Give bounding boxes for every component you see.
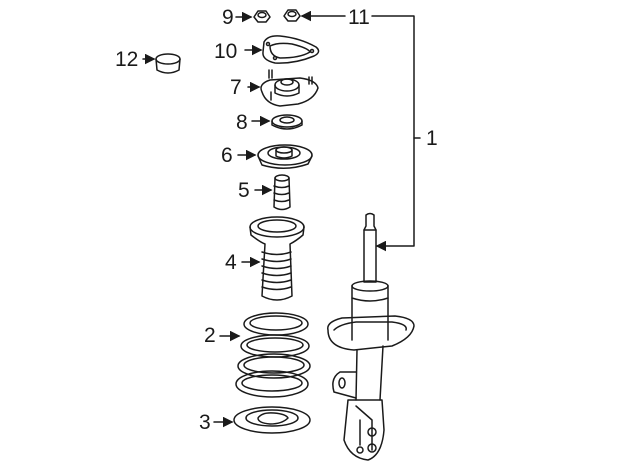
callout-4: 4 xyxy=(225,251,237,274)
callout-3: 3 xyxy=(199,411,211,434)
bearing-part-8 xyxy=(271,114,303,130)
callout-2: 2 xyxy=(204,324,216,347)
nut-part-11 xyxy=(283,9,301,22)
callout-1: 1 xyxy=(426,127,438,150)
callout-10: 10 xyxy=(214,40,238,63)
dust-boot-part-4 xyxy=(249,216,305,301)
strut-body xyxy=(327,212,415,461)
upper-mount-part-7 xyxy=(260,69,319,107)
callout-5: 5 xyxy=(238,179,250,202)
spring-seat-part-6 xyxy=(257,144,313,169)
callout-8: 8 xyxy=(236,111,248,134)
callout-9: 9 xyxy=(222,6,234,29)
callout-11: 11 xyxy=(348,6,370,29)
bump-stop-part-5 xyxy=(273,174,291,211)
bracket-1 xyxy=(371,15,415,252)
callout-7: 7 xyxy=(230,76,242,99)
callout-6: 6 xyxy=(221,144,233,167)
coil-spring-part-2 xyxy=(235,312,311,398)
callout-12: 12 xyxy=(115,48,139,71)
nut-part-9 xyxy=(253,10,271,23)
plate-part-10 xyxy=(262,35,320,64)
cap-part-12 xyxy=(155,53,181,74)
lower-insulator-part-3 xyxy=(233,406,311,434)
